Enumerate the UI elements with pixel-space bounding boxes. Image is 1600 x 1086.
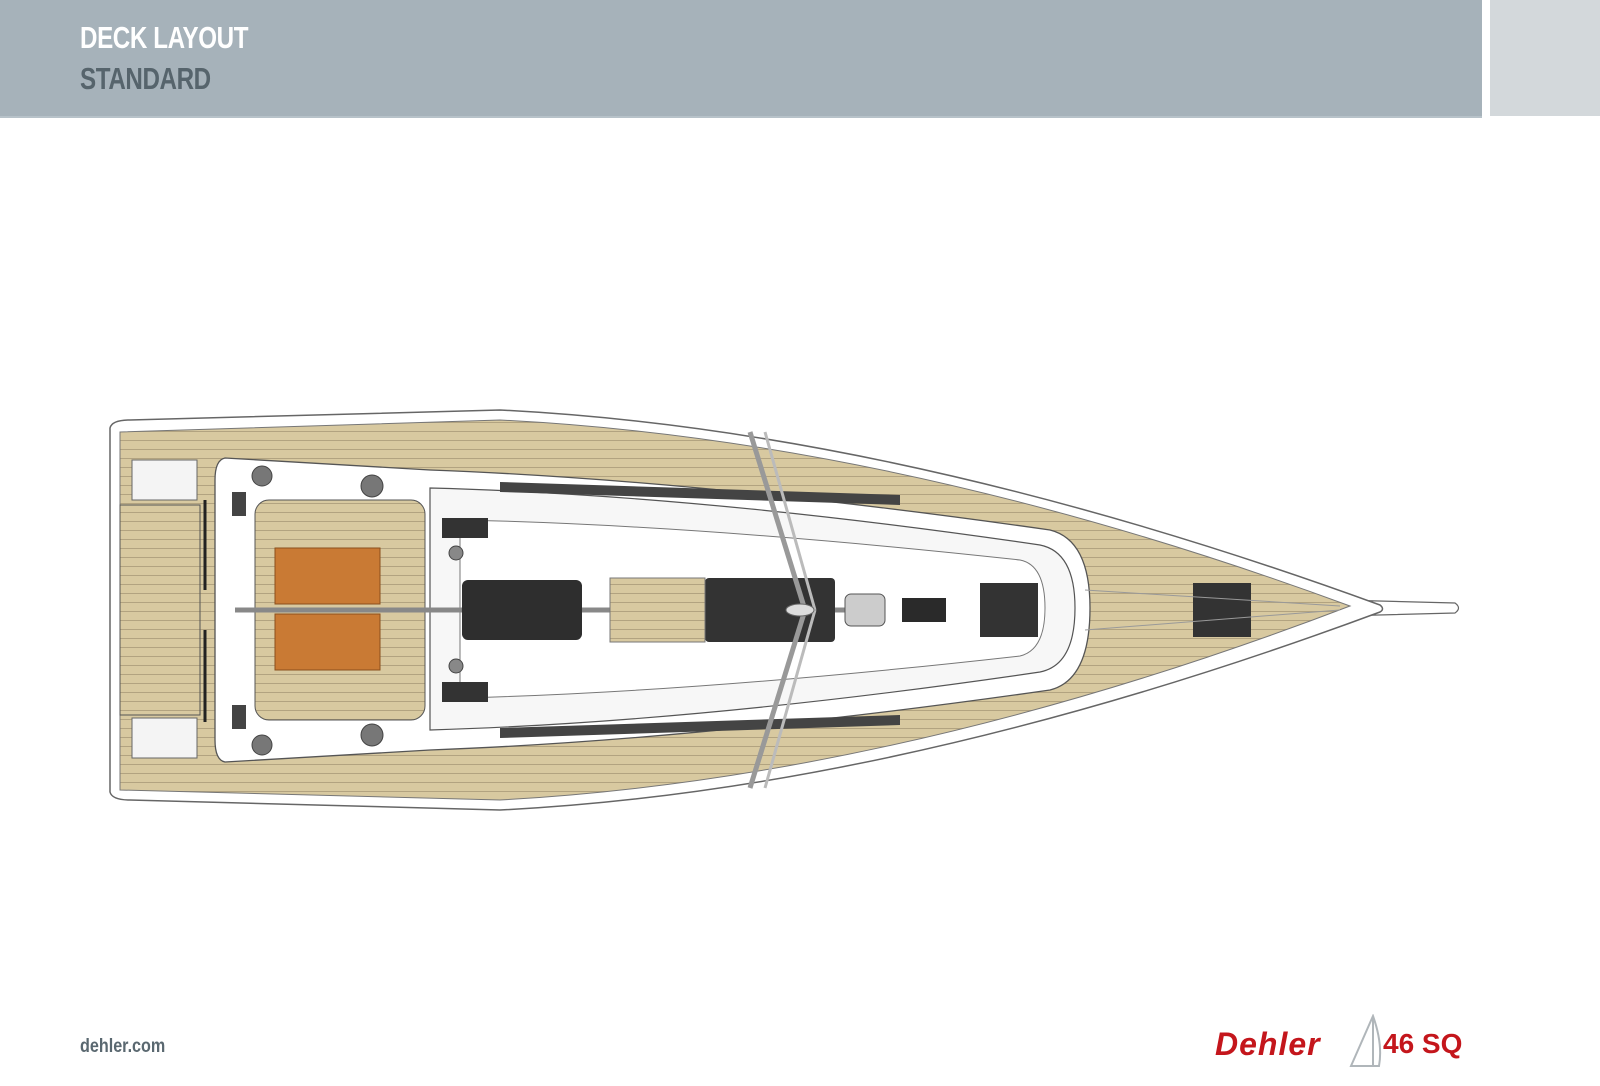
stern-locker-top xyxy=(131,459,198,501)
mast xyxy=(785,603,815,617)
winch xyxy=(360,723,384,747)
hatch-small xyxy=(902,598,946,622)
shroud-starboard xyxy=(747,609,808,789)
cockpit-cushion-bottom xyxy=(274,613,381,671)
winch xyxy=(448,545,464,561)
forestay xyxy=(1084,589,1341,607)
website-link[interactable]: dehler.com xyxy=(80,1036,166,1057)
side-hatch-bottom xyxy=(442,682,488,702)
hatch-mid xyxy=(705,578,835,642)
page-title: DECK LAYOUT xyxy=(80,20,249,55)
page-subtitle: STANDARD xyxy=(80,61,211,96)
header-bar xyxy=(0,0,1482,118)
helm-pedestal xyxy=(232,705,246,729)
mast-step xyxy=(844,593,886,627)
sail-icon xyxy=(1349,1014,1382,1067)
side-hatch-top xyxy=(442,518,488,538)
companionway-hatch xyxy=(462,580,582,640)
helm-pedestal xyxy=(232,492,246,516)
winch xyxy=(251,734,273,756)
logo-brand-text: Dehler xyxy=(1215,1026,1321,1062)
logo-model-text: 46 SQ xyxy=(1383,1028,1463,1059)
window-port xyxy=(500,482,900,505)
stern-locker-bottom xyxy=(131,717,198,759)
header-side-block xyxy=(1490,0,1600,116)
winch xyxy=(448,658,464,674)
brand-logo: Dehler 46 SQ xyxy=(1215,1014,1515,1078)
shroud-port xyxy=(747,431,808,611)
deck-teak-insert xyxy=(609,577,706,643)
transom-platform xyxy=(119,504,201,716)
anchor-locker xyxy=(1193,583,1251,637)
winch xyxy=(360,474,384,498)
winch xyxy=(251,465,273,487)
cockpit-cushion-top xyxy=(274,547,381,605)
window-starboard xyxy=(500,715,900,738)
forward-hatch xyxy=(980,583,1038,637)
